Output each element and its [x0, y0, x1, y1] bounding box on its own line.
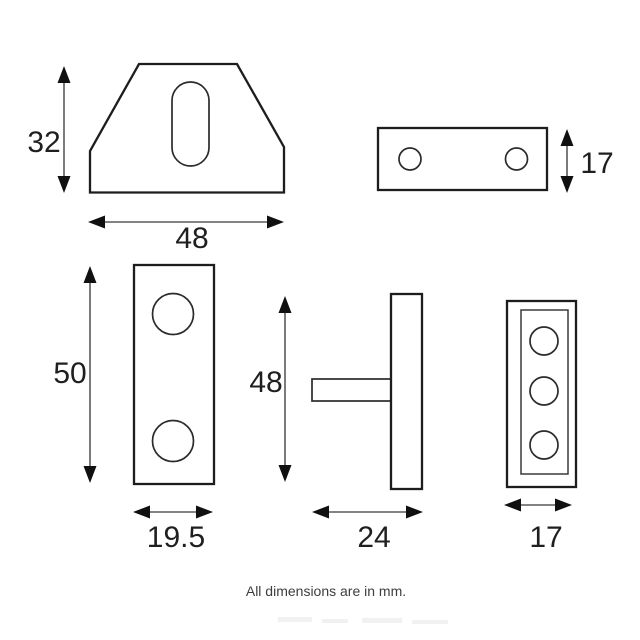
bracket-slot	[171, 81, 210, 167]
dim-arrow-three-hole-plate-width	[504, 498, 572, 512]
dim-label-plate-height: 17	[580, 147, 613, 180]
two-hole-plate-front-view: 50 19.5	[53, 263, 216, 554]
units-note: All dimensions are in mm.	[246, 583, 406, 599]
dim-label-bracket-width: 48	[175, 222, 208, 255]
dim-label-t-profile-height: 48	[249, 366, 282, 399]
two-hole-plate-outline	[132, 263, 216, 486]
t-profile-bar	[389, 292, 424, 491]
three-hole-plate-front-view: 17	[504, 299, 578, 554]
bracket-outline	[88, 62, 286, 194]
three-hole-plate-hole-top	[529, 326, 559, 356]
dim-label-three-hole-plate-width: 17	[529, 521, 562, 554]
three-hole-plate-inner	[520, 309, 569, 475]
plate-hole-left	[398, 147, 422, 171]
dim-arrow-two-hole-plate-width	[133, 505, 213, 519]
dim-label-two-hole-plate-width: 19.5	[147, 521, 205, 554]
plate-outline	[376, 126, 549, 192]
dim-label-two-hole-plate-height: 50	[53, 357, 86, 390]
dim-arrow-bracket-height	[57, 66, 71, 193]
slim-plate-top-view: 17	[376, 126, 614, 193]
t-profile-stub	[311, 378, 392, 402]
plate-hole-right	[504, 147, 529, 171]
t-profile-side-view: 48 24	[249, 292, 424, 554]
two-hole-plate-hole-bottom	[151, 419, 195, 463]
two-hole-plate-hole-top	[151, 292, 195, 336]
cut-off-text-remnant	[278, 617, 448, 624]
dim-arrow-bracket-width	[88, 215, 284, 229]
dim-arrow-t-profile-width	[312, 505, 423, 519]
dim-arrow-two-hole-plate-height	[83, 266, 97, 483]
dim-arrow-plate-height	[560, 129, 574, 193]
three-hole-plate-outer	[505, 299, 578, 489]
dim-arrow-t-profile-height	[278, 296, 292, 482]
trapezoid-bracket-front-view: 32 48	[27, 62, 286, 255]
dim-label-bracket-height: 32	[27, 126, 60, 159]
three-hole-plate-hole-middle	[529, 376, 559, 406]
three-hole-plate-hole-bottom	[529, 430, 559, 460]
dim-label-t-profile-width: 24	[357, 521, 390, 554]
